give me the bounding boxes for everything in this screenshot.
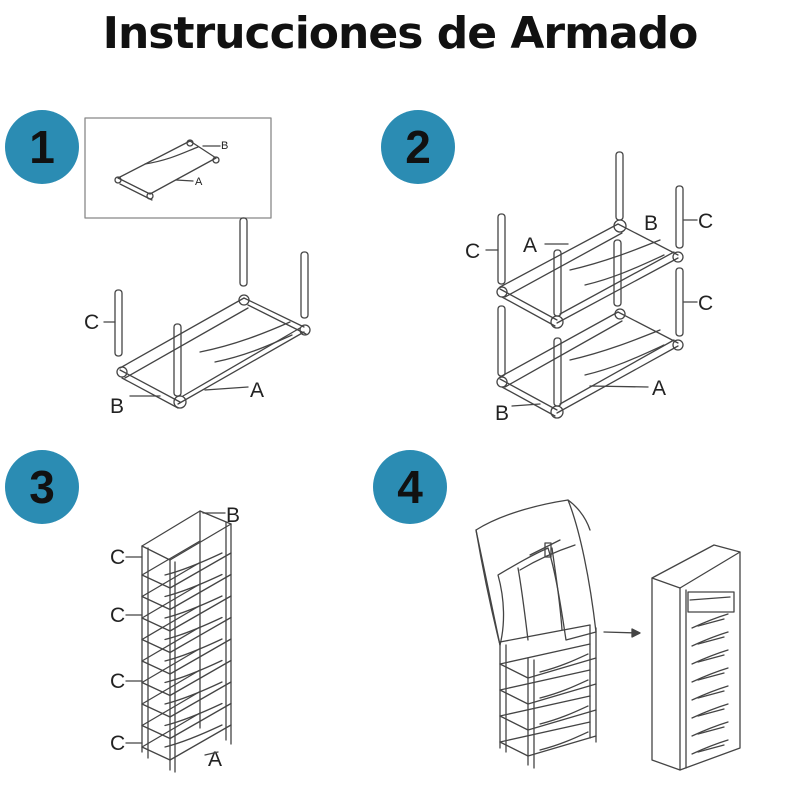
step-2-poles: [497, 151, 684, 407]
step-3-label-a: A: [208, 748, 222, 771]
step-number: 3: [29, 461, 55, 513]
shelf: [141, 669, 232, 718]
shelf: [499, 695, 597, 731]
shelf: [141, 712, 232, 761]
step-3-shelves: [141, 540, 232, 761]
step-4-fabric-cover: [475, 499, 597, 646]
step-3-label-c1: C: [110, 546, 125, 569]
step-2-illustration: B C C A C A B: [465, 151, 713, 425]
shelf: [141, 540, 232, 589]
step-1-badge: 1: [5, 110, 79, 184]
step-4-badge: 4: [373, 450, 447, 524]
step-1-inset-label-b: B: [221, 140, 228, 152]
shelf: [691, 613, 729, 629]
step-2-top-shelf: [496, 219, 684, 329]
arrow-head-icon: [631, 628, 641, 638]
shelf: [141, 626, 232, 675]
shelf: [499, 643, 597, 679]
shelf: [691, 631, 729, 647]
shelf: [691, 739, 729, 755]
step-4-rack: [499, 624, 597, 769]
shelf: [691, 685, 729, 701]
shelf: [141, 647, 232, 697]
step-2-bottom-shelf: [496, 308, 684, 419]
page-title: Instrucciones de Armado: [102, 8, 699, 59]
step-3-label-c4: C: [110, 732, 125, 755]
step-2-label-c-top: C: [698, 210, 713, 233]
step-number: 1: [29, 121, 55, 173]
shelf: [141, 583, 232, 632]
step-1-label-b: B: [110, 395, 124, 418]
step-2-label-c-mid: C: [698, 292, 713, 315]
shelf: [141, 561, 232, 611]
step-1-label-c: C: [84, 311, 99, 334]
step-1-label-a: A: [250, 379, 264, 402]
step-2-label-b-top: B: [644, 212, 658, 235]
step-3-label-b: B: [226, 504, 240, 527]
step-1-inset-frame-drawing: [114, 139, 221, 201]
step-4-finished-closet: [651, 544, 741, 771]
step-1-illustration: B A C B A: [84, 117, 311, 418]
step-1-inset-label-a: A: [195, 176, 203, 188]
step-2-label-b-bottom: B: [495, 402, 509, 425]
step-2-label-a-bottom: A: [652, 377, 666, 400]
shelf: [141, 604, 232, 654]
shelf: [691, 703, 729, 719]
shelf: [499, 669, 597, 705]
step-1-inset-frame: [84, 117, 272, 219]
step-number: 4: [397, 461, 423, 513]
shelf: [499, 721, 597, 757]
shelf: [691, 649, 729, 665]
step-3-illustration: B C C C C A: [110, 504, 240, 773]
step-2-badge: 2: [381, 110, 455, 184]
step-2-label-c-left: C: [465, 240, 480, 263]
shelf: [141, 690, 232, 740]
step-3-label-c2: C: [110, 604, 125, 627]
step-4-shelves: [499, 643, 597, 757]
step-3-label-c3: C: [110, 670, 125, 693]
step-3-badge: 3: [5, 450, 79, 524]
step-1-poles: [114, 217, 309, 397]
step-2-label-a-top: A: [523, 234, 537, 257]
step-1-frame: [116, 294, 311, 409]
step-number: 2: [405, 121, 431, 173]
shelf: [691, 667, 729, 683]
shelf: [691, 721, 729, 737]
step-4-closet-shelves: [691, 613, 729, 755]
step-4-illustration: [475, 499, 741, 771]
